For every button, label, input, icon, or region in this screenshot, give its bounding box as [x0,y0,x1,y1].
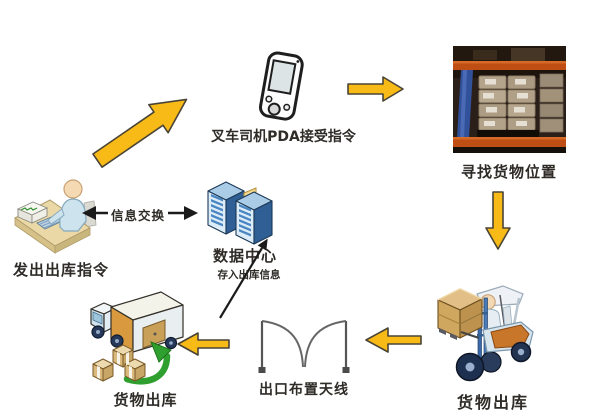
find-location-label: 寻找货物位置 [460,163,557,181]
issue-order-label: 发出出库指令 [12,261,109,279]
pda-icon [258,51,304,121]
forklift-out-label: 货物出库 [456,393,529,412]
flow-arrow-left-icon [365,327,422,353]
flow-arrow-right-icon [347,76,404,102]
flow-arrow-left-icon [177,332,230,356]
operator-desk-icon [14,179,97,254]
truck-out-label: 货物出库 [113,391,178,409]
server-rack-icon [207,181,273,245]
warehouse-photo [453,46,566,153]
forklift-icon [437,285,534,382]
store-info-arrow-icon [219,238,268,319]
flow-arrow-up-right-icon [92,98,188,168]
flow-arrow-down-icon [485,191,511,250]
store-outbound-info-label: 存入出库信息 [217,269,281,281]
pda-label: 叉车司机PDA接受指令 [211,129,356,145]
truck-icon [90,291,184,385]
exit-antenna-label: 出口布置天线 [259,382,349,398]
info-exchange-label: 信息交换 [108,205,169,224]
gate-antenna-icon [258,320,350,373]
